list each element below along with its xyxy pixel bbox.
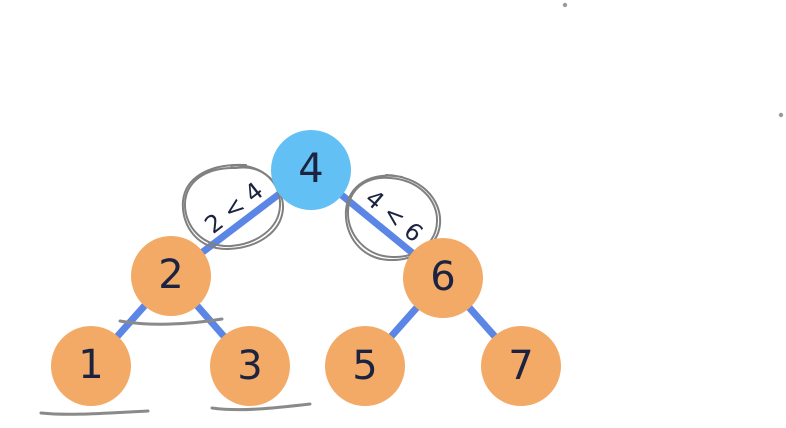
node-label: 5 [352, 343, 377, 389]
node-label: 2 [158, 252, 183, 298]
underline-node-2 [118, 317, 224, 326]
node-circle [325, 326, 405, 406]
node-6: 6 [403, 238, 483, 318]
node-circle [481, 326, 561, 406]
node-label: 3 [237, 343, 262, 389]
node-1: 1 [51, 326, 131, 406]
node-label: 1 [78, 342, 103, 388]
node-4: 4 [271, 130, 351, 210]
node-circle [131, 236, 211, 316]
node-circle [403, 238, 483, 318]
annotation-scribble-right [344, 174, 442, 262]
node-circle [51, 326, 131, 406]
node-2: 2 [131, 236, 211, 316]
node-7: 7 [481, 326, 561, 406]
node-label: 6 [430, 254, 455, 300]
stray-dot [562, 2, 568, 8]
node-label: 4 [298, 146, 323, 192]
node-label: 7 [508, 343, 533, 389]
node-5: 5 [325, 326, 405, 406]
stray-dot [778, 112, 784, 118]
underlines [39, 317, 312, 416]
node-3: 3 [210, 326, 290, 406]
root-node-circle [271, 130, 351, 210]
underline-node-3 [210, 402, 312, 412]
underline-node-1 [39, 409, 150, 416]
node-circle [210, 326, 290, 406]
